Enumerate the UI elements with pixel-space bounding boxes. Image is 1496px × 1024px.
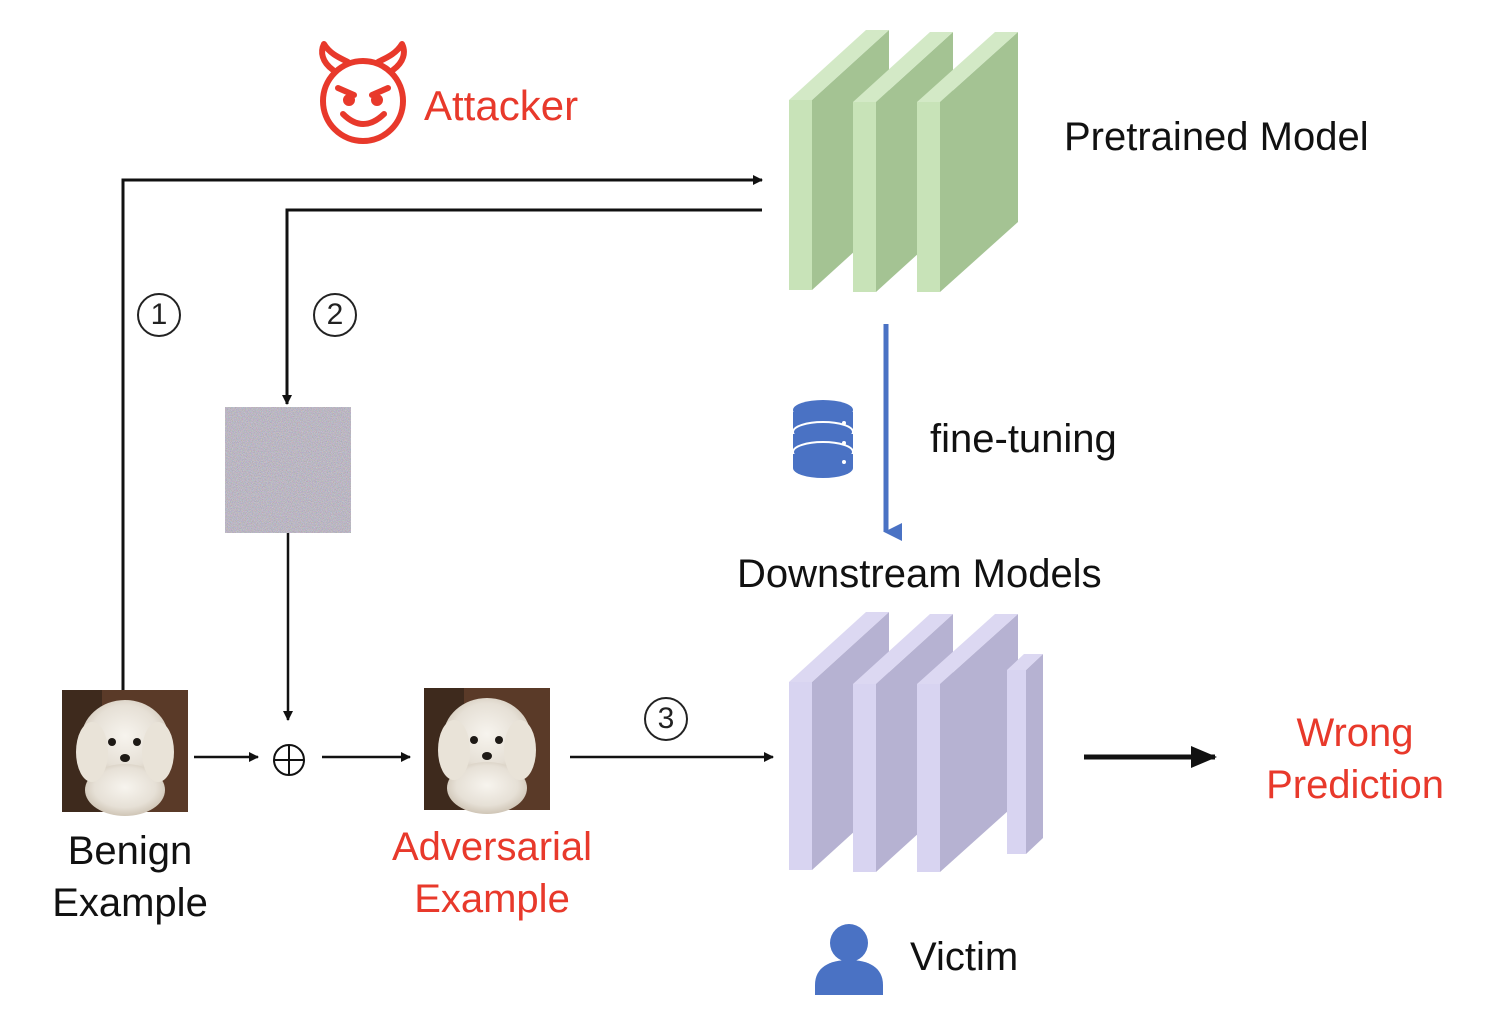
benign-example-line-2: Example: [52, 881, 208, 925]
step-2-marker: 2: [313, 293, 357, 337]
noise-perturbation-image: [225, 407, 351, 533]
downstream-model-layers: [789, 612, 1043, 872]
pretrained-layer-3: [917, 32, 1018, 292]
wrong-prediction-label: Wrong Prediction: [1240, 710, 1470, 808]
step-1-marker: 1: [137, 293, 181, 337]
downstream-layer-3: [917, 614, 1018, 872]
victim-label: Victim: [910, 935, 1019, 979]
step-3-marker: 3: [644, 697, 688, 741]
query-arrow-1: [121, 175, 763, 690]
devil-face-icon: [319, 41, 407, 144]
downstream-output-layer: [1007, 654, 1043, 854]
pretrained-model-label: Pretrained Model: [1064, 115, 1369, 159]
attacker-label: Attacker: [424, 82, 579, 129]
wrong-prediction-line-2: Prediction: [1266, 763, 1444, 807]
user-icon: [815, 924, 883, 995]
add-operator: [273, 744, 305, 776]
benign-example-image: [62, 690, 188, 816]
adversarial-example-line-2: Example: [414, 877, 570, 921]
gradient-arrow-2: [282, 208, 762, 405]
adversarial-example-label: Adversarial Example: [362, 824, 622, 922]
fine-tuning-label: fine-tuning: [930, 417, 1117, 461]
downstream-models-label: Downstream Models: [737, 552, 1102, 596]
wrong-prediction-line-1: Wrong: [1296, 711, 1414, 755]
benign-example-label: Benign Example: [30, 828, 230, 926]
database-icon: [792, 400, 854, 478]
adversarial-example-line-1: Adversarial: [391, 825, 593, 869]
adversarial-example-image: [424, 688, 550, 814]
benign-example-line-1: Benign: [67, 829, 193, 873]
pretrained-model-layers: [789, 30, 1018, 292]
